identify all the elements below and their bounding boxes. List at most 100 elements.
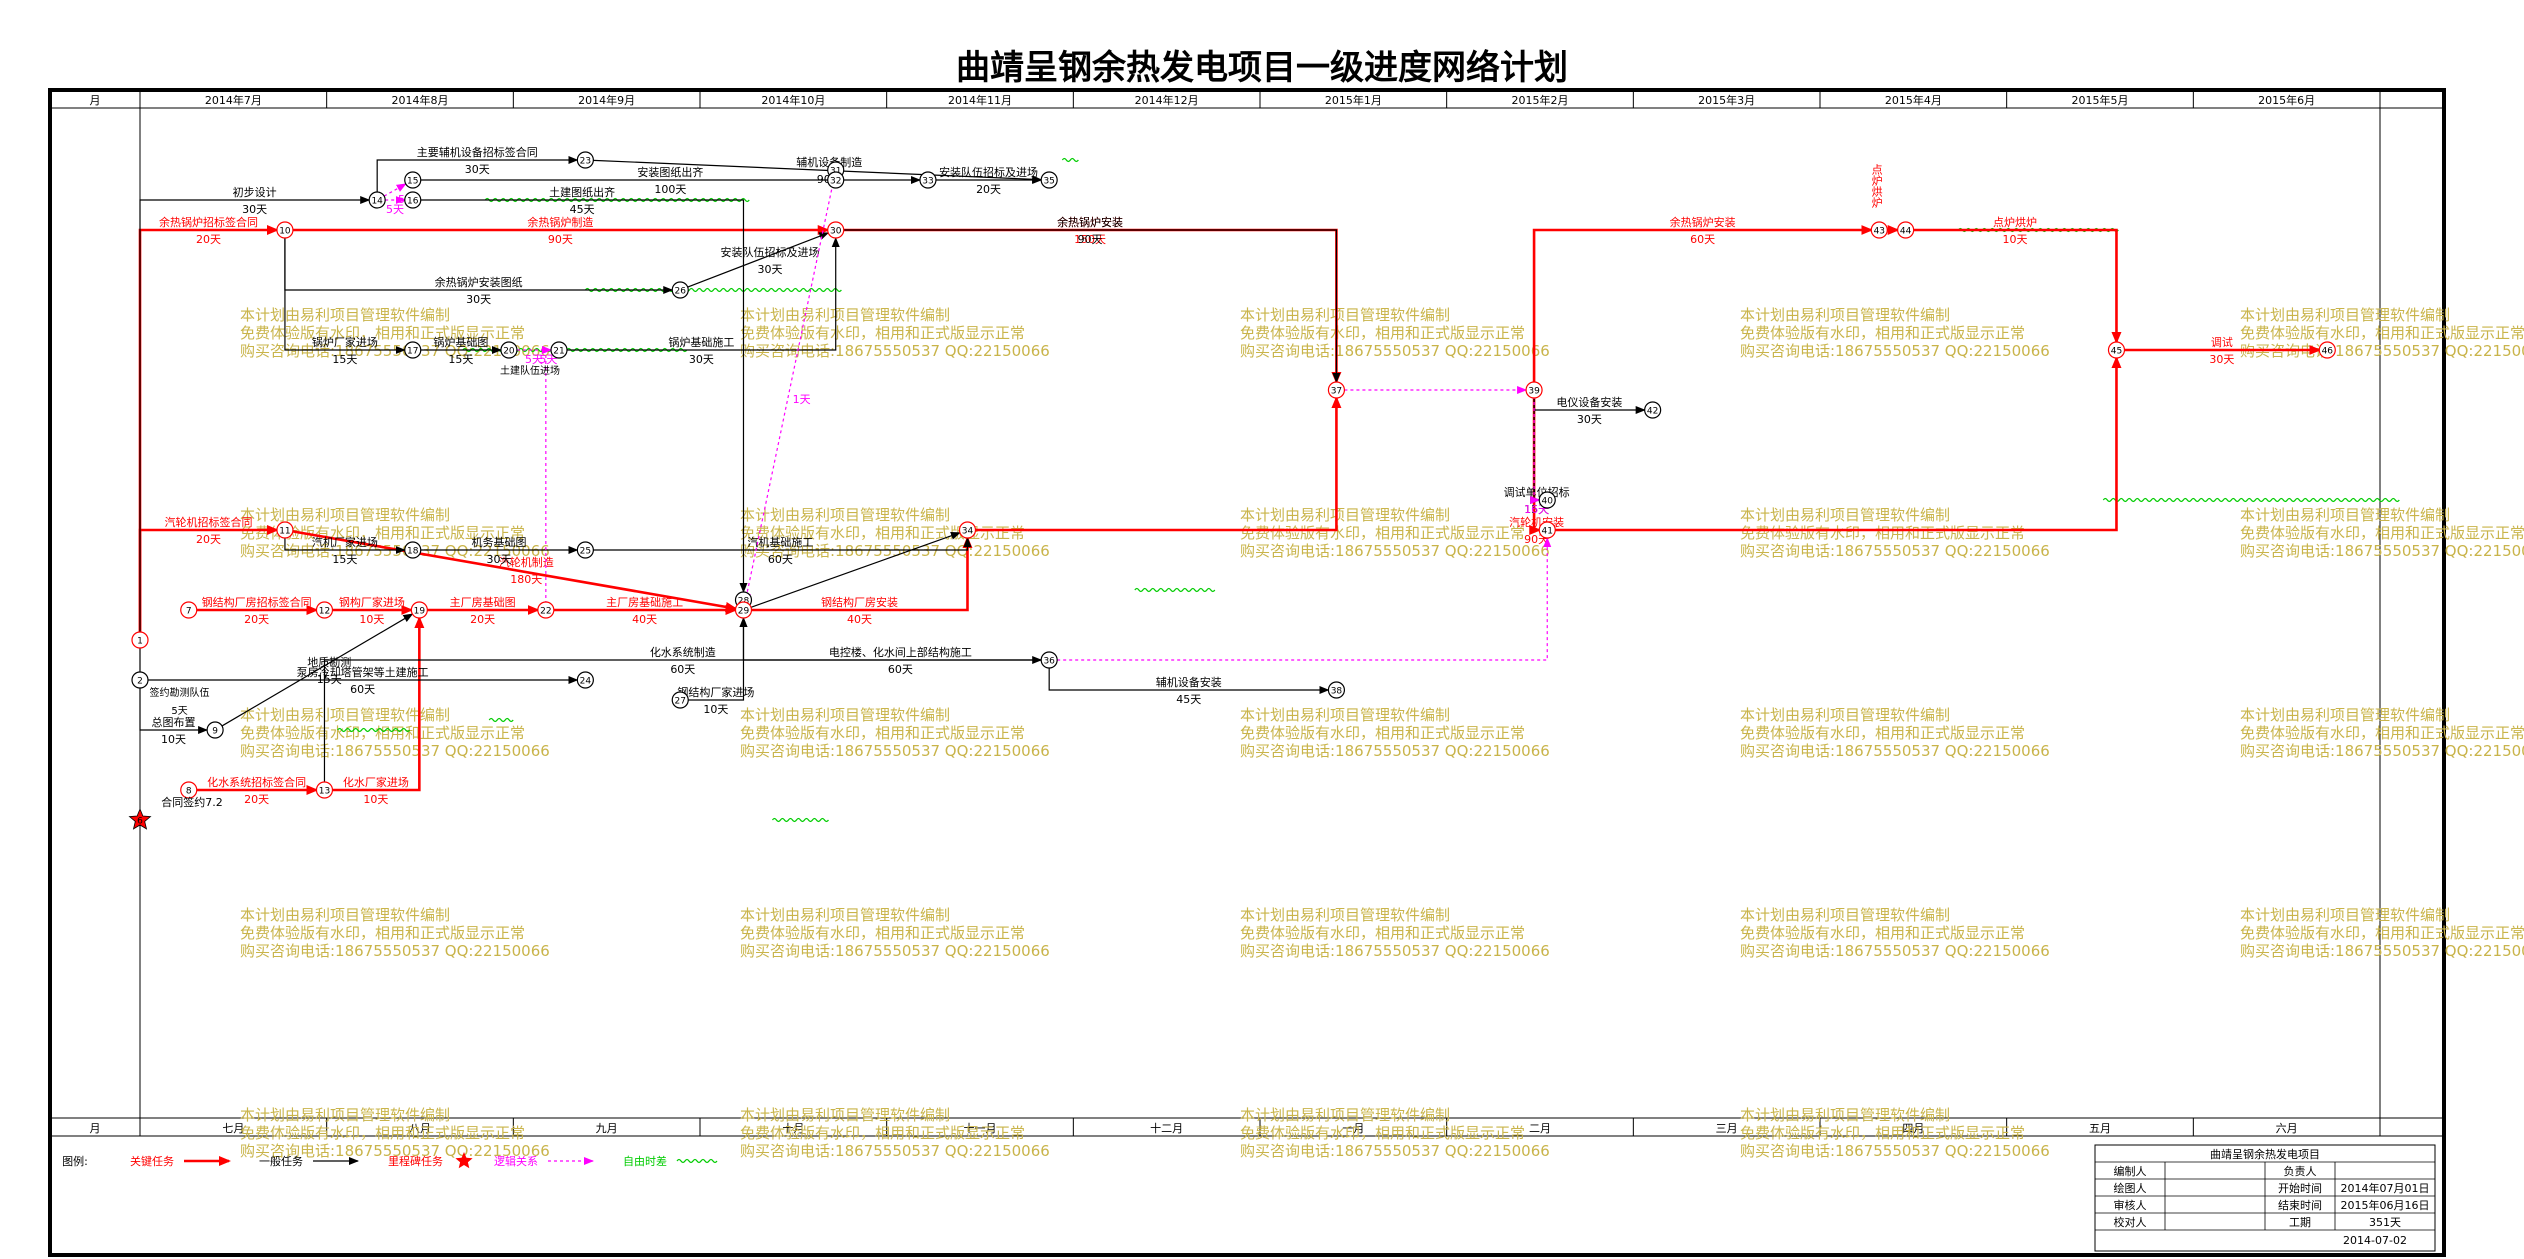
activity-duration: 20天 [196,533,221,546]
node-20[interactable]: 20 [500,341,518,359]
activity-arrow-22-21[interactable] [542,346,553,610]
node-21[interactable]: 21 [550,341,568,359]
activity-arrow-29-34[interactable] [750,531,961,608]
activity-arrow-13-19[interactable] [332,616,425,792]
node-43[interactable]: 43 [1870,221,1888,239]
node-18[interactable]: 18 [404,541,422,559]
node-38[interactable]: 38 [1327,681,1346,699]
node-32[interactable]: 32 [827,171,845,189]
node-39[interactable]: 39 [1525,381,1543,399]
node-10[interactable]: 10 [276,221,294,239]
node-36[interactable]: 36 [1040,651,1058,669]
node-30[interactable]: 30 [827,221,845,239]
watermark-text: 本计划由易利项目管理软件编制 [740,706,950,724]
activity-arrow-9-19[interactable] [221,613,414,727]
activity-arrow-31-29[interactable] [743,177,835,604]
node-26[interactable]: 26 [671,281,689,299]
watermark-text: 购买咨询电话:18675550537 QQ:22150066 [1740,342,2050,360]
activity-arrow-27-29[interactable] [688,617,748,701]
activity-duration: 30天 [465,163,490,176]
node-42[interactable]: 42 [1644,401,1662,419]
activity-arrow-26-30[interactable] [687,232,830,288]
month-label-top: 2014年9月 [578,93,635,107]
node-29[interactable]: 29 [734,601,753,619]
legend-item-milestone: 里程碑任务 [388,1152,473,1169]
activity-arrow-29-34[interactable] [751,536,973,612]
node-number: 14 [371,197,383,207]
node-19[interactable]: 19 [410,601,428,619]
node-7[interactable]: 7 [180,601,198,619]
node-14[interactable]: 14 [368,191,386,209]
activity-duration: 15天 [332,553,357,566]
watermark-text: 购买咨询电话:18675550537 QQ:22150066 [240,342,550,360]
activity-arrow-36-38[interactable] [1048,660,1330,694]
node-16[interactable]: 16 [404,191,422,209]
node-13[interactable]: 13 [315,781,334,799]
node-9[interactable]: 9 [206,721,224,739]
activity-arrow-39-40[interactable] [1530,390,1541,504]
month-label-bottom: 五月 [2089,1122,2111,1135]
activity-arrow-2-14[interactable] [139,196,371,680]
activity-name: 安装图纸出齐 [637,165,703,179]
activity-name: 机务基础图 [472,535,527,549]
free-float-4 [1134,587,1216,593]
node-12[interactable]: 12 [315,601,334,619]
activity-arrow-23-35[interactable] [593,159,1043,184]
activity-arrow-14-23[interactable] [376,156,579,200]
activity-arrow-39-43[interactable] [1532,225,1874,390]
activity-name: 调试 [2211,336,2233,349]
node-circle [827,171,845,189]
activity-name: 余热锅炉安装 [1670,215,1736,229]
node-circle [500,341,518,359]
watermark-text: 购买咨询电话:18675550537 QQ:22150066 [240,942,550,960]
node-circle [734,601,753,619]
node-6[interactable]: 6 [128,807,152,830]
activity-arrow-36-41[interactable] [1057,537,1552,661]
node-40[interactable]: 40 [1538,491,1556,509]
activity-arrow-2-9[interactable] [139,680,209,734]
activity-arrow-25-34[interactable] [593,537,972,551]
node-23[interactable]: 23 [576,151,594,169]
node-22[interactable]: 22 [537,601,555,619]
node-27[interactable]: 27 [671,691,689,709]
node-35[interactable]: 35 [1040,171,1058,189]
node-8[interactable]: 8 [180,781,198,799]
title-block-cell: 351天 [2369,1216,2401,1229]
activity-arrow-41-45[interactable] [1555,356,2122,532]
activity-arrow-34-37[interactable] [975,396,1342,532]
node-1[interactable]: 1 [131,631,149,649]
node-11[interactable]: 11 [276,521,294,539]
node-41[interactable]: 41 [1538,521,1556,539]
node-34[interactable]: 34 [958,521,977,539]
outer-frame [48,88,2446,1257]
node-number: 23 [580,157,591,167]
activity-duration: 90天 [548,233,573,246]
node-44[interactable]: 44 [1897,221,1915,239]
activity-arrow-21-30[interactable] [567,237,840,351]
activity-arrow-1-10[interactable] [138,225,279,640]
activity-arrow-16-28[interactable] [420,199,748,593]
node-33[interactable]: 33 [919,171,937,189]
node-17[interactable]: 17 [404,341,422,359]
month-label-top: 2015年2月 [1512,93,1569,107]
month-label-bottom: 六月 [2276,1122,2298,1135]
node-2[interactable]: 2 [131,671,149,689]
node-circle [1327,381,1346,399]
node-15[interactable]: 15 [404,171,422,189]
node-24[interactable]: 24 [576,671,594,689]
activity-arrow-44-45[interactable] [1913,228,2122,344]
node-46[interactable]: 46 [2318,341,2336,359]
activity-arrow-14-15[interactable] [383,183,407,197]
node-37[interactable]: 37 [1327,381,1346,399]
activity-arrow-10-17[interactable] [284,230,406,354]
activity-duration: 5天 [525,353,543,366]
watermark-text: 购买咨询电话:18675550537 QQ:22150066 [1240,942,1550,960]
node-45[interactable]: 45 [2107,341,2126,359]
watermark-text: 免费体验版有水印，相用和正式版显示正常 [2240,924,2524,942]
activity-arrow-30-37[interactable] [843,229,1341,383]
node-circle [1538,491,1556,509]
node-25[interactable]: 25 [576,541,594,559]
watermark-text: 免费体验版有水印，相用和正式版显示正常 [1240,1124,1525,1142]
activity-arrow-11-29[interactable] [292,530,738,612]
